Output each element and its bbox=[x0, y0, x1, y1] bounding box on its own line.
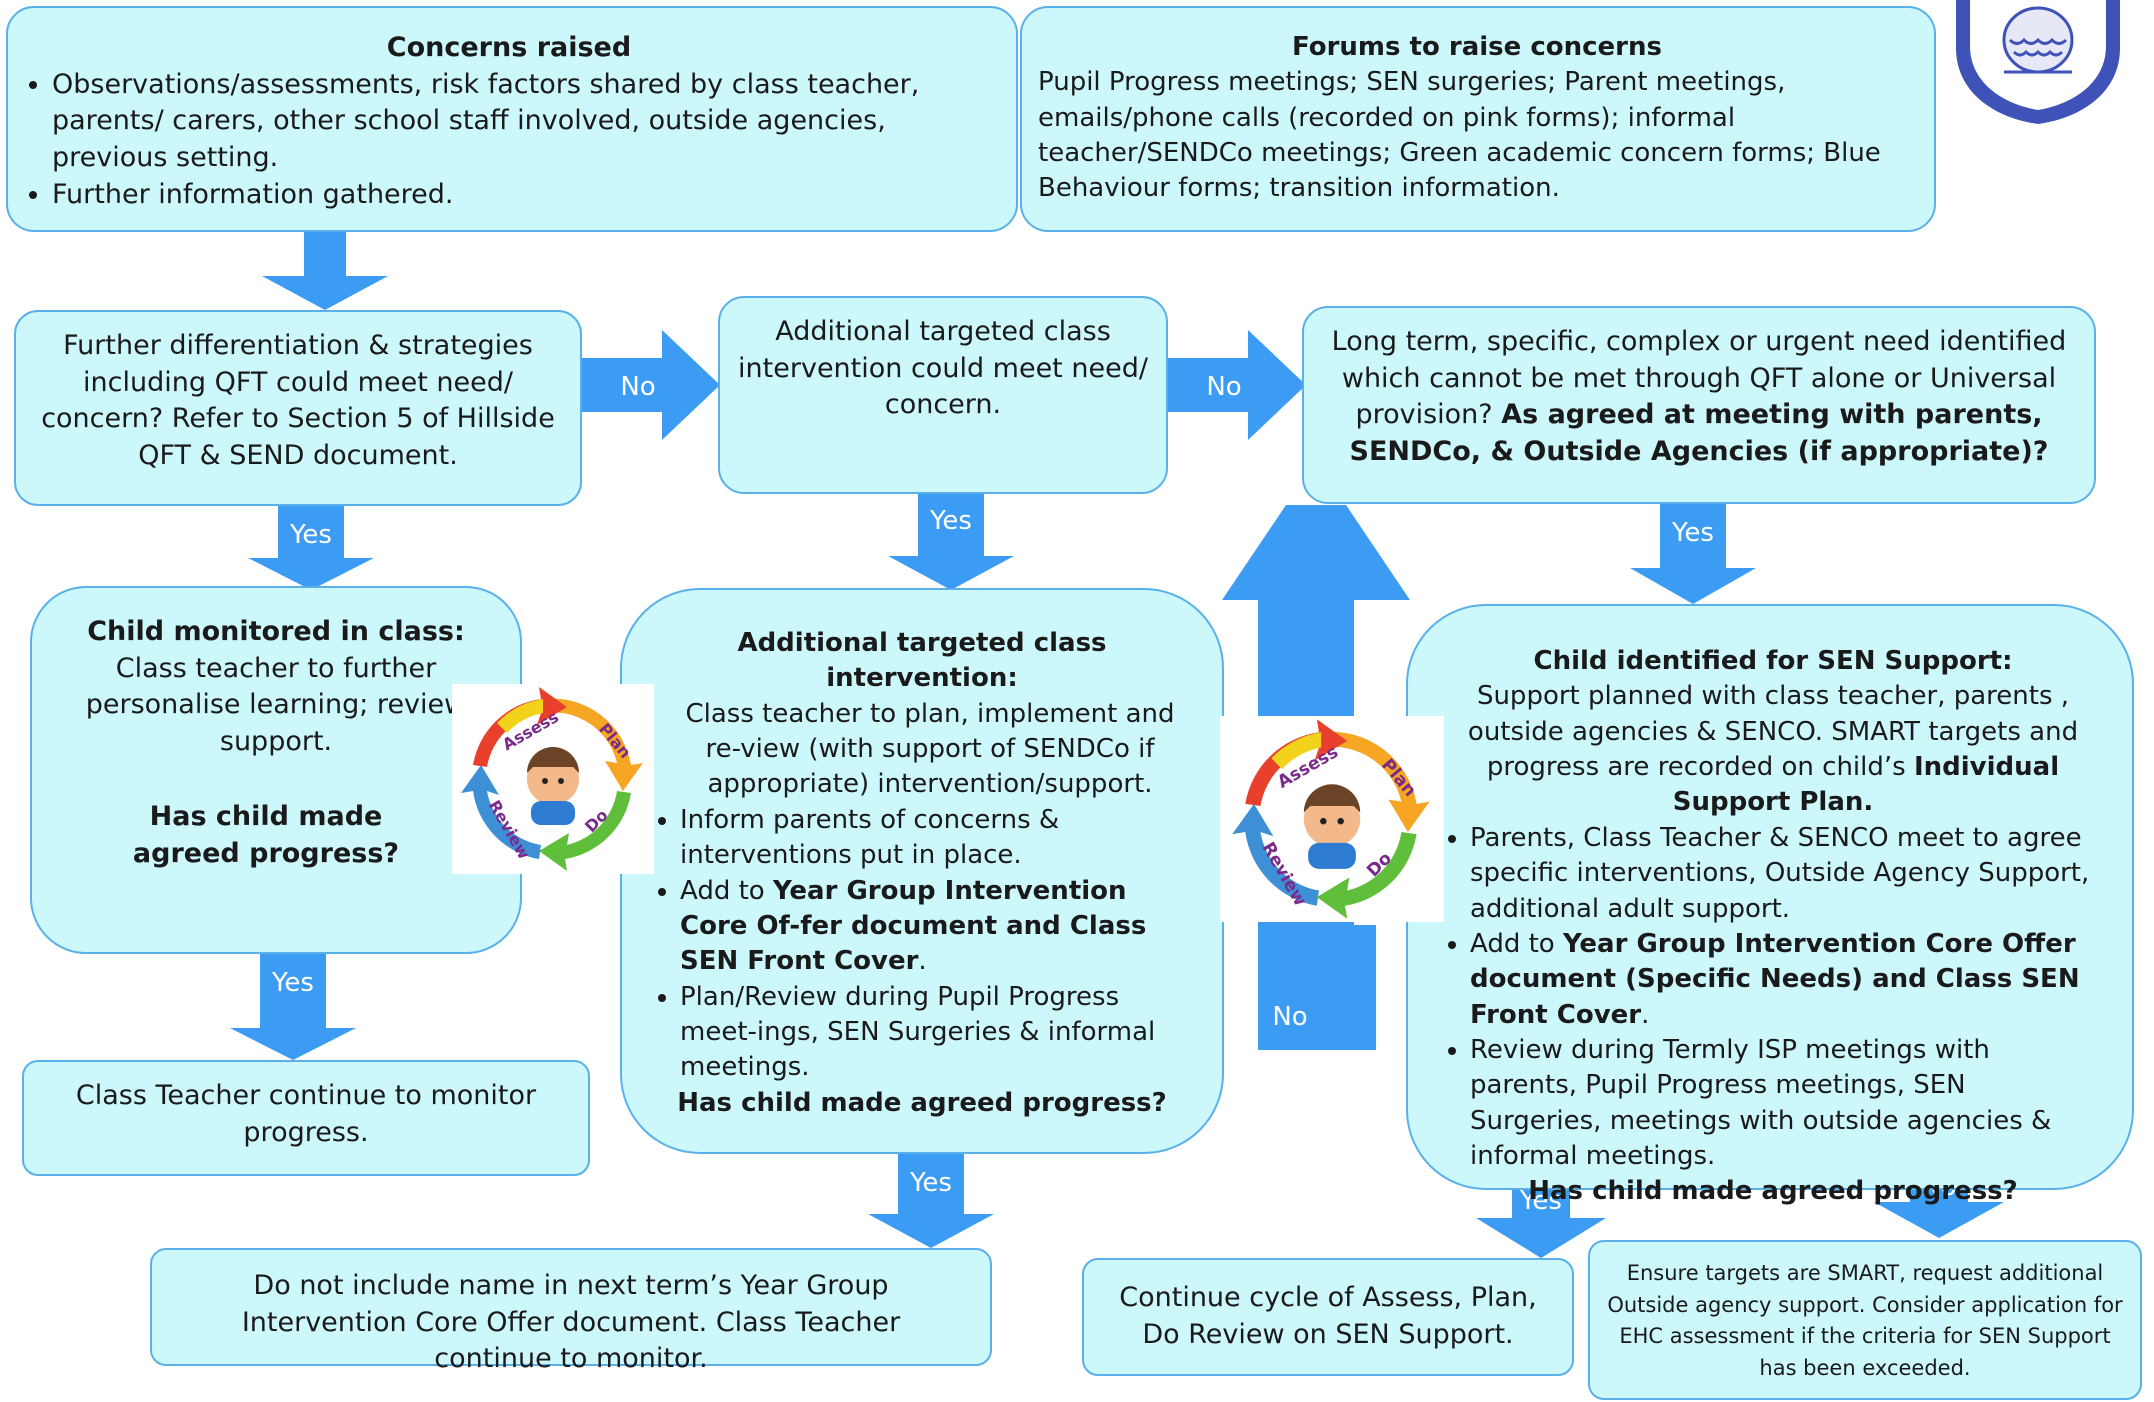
down-arrow-yes-2 bbox=[888, 494, 1014, 590]
continue-monitor-box: Class Teacher continue to monitor progre… bbox=[22, 1060, 590, 1176]
sen-item-2: Add to Year Group Intervention Core Offe… bbox=[1470, 927, 2102, 1033]
down-arrow-yes-1 bbox=[248, 506, 374, 590]
intervention-item-3: Plan/Review during Pupil Progress meet-i… bbox=[680, 980, 1182, 1086]
ensure-targets-text: Ensure targets are SMART, request additi… bbox=[1607, 1261, 2123, 1380]
sen-list: Parents, Class Teacher & SENCO meet to a… bbox=[1444, 821, 2102, 1175]
concerns-list: Observations/assessments, risk factors s… bbox=[22, 67, 996, 214]
question-targeted-box: Additional targeted class intervention c… bbox=[718, 296, 1168, 494]
yes-label-6: Yes bbox=[1520, 1186, 1562, 1216]
down-arrow-no-4 bbox=[1874, 1158, 2004, 1238]
child-monitored-text: Class teacher to further personalise lea… bbox=[85, 652, 467, 758]
yes-label-1: Yes bbox=[290, 520, 332, 550]
right-arrow-no-2 bbox=[1166, 330, 1306, 440]
yes-label-4: Yes bbox=[272, 968, 314, 998]
child-monitored-box: Child monitored in class: Class teacher … bbox=[30, 586, 522, 954]
concerns-item-1: Observations/assessments, risk factors s… bbox=[52, 67, 996, 177]
no-label-2: No bbox=[1206, 372, 1242, 402]
child-monitored-question: Has child made agreed progress? bbox=[132, 800, 400, 869]
yes-label-3: Yes bbox=[1672, 518, 1714, 548]
intervention-item-1: Inform parents of concerns & interventio… bbox=[680, 803, 1072, 874]
right-arrow-no-1 bbox=[580, 330, 720, 440]
sen-support-box: Child identified for SEN Support: Suppor… bbox=[1406, 604, 2134, 1206]
do-not-include-box: Do not include name in next term’s Year … bbox=[150, 1248, 992, 1374]
question-targeted-text: Additional targeted class intervention c… bbox=[738, 316, 1148, 421]
intervention-list: Inform parents of concerns & interventio… bbox=[662, 803, 1182, 1086]
concerns-raised-box: Concerns raised Observations/assessments… bbox=[6, 6, 1018, 232]
intervention-question: Has child made agreed progress? bbox=[677, 1087, 1167, 1118]
no-label-3: No bbox=[1272, 1002, 1308, 1032]
assess-plan-do-review-cycle-icon-2: Assess Plan Do Review bbox=[1220, 716, 1444, 922]
sen-title: Child identified for SEN Support: bbox=[1533, 646, 2013, 676]
additional-intervention-box: Additional targeted class intervention: … bbox=[620, 588, 1224, 1154]
intervention-text: Class teacher to plan, implement and re-… bbox=[685, 698, 1175, 800]
child-monitored-title: Child monitored in class: bbox=[87, 616, 465, 647]
sen-item-3: Review during Termly ISP meetings with p… bbox=[1470, 1033, 2102, 1174]
yes-label-5: Yes bbox=[910, 1168, 952, 1198]
continue-cycle-box: Continue cycle of Assess, Plan, Do Revie… bbox=[1082, 1258, 1574, 1376]
continue-cycle-text: Continue cycle of Assess, Plan, Do Revie… bbox=[1119, 1282, 1537, 1350]
yes-label-2: Yes bbox=[930, 506, 972, 536]
sen-text: Support planned with class teacher, pare… bbox=[1467, 681, 2079, 818]
down-arrow-yes-4 bbox=[230, 950, 356, 1060]
assess-plan-do-review-cycle-icon-1: Assess Plan Do Review bbox=[452, 684, 654, 874]
down-arrow-concerns bbox=[262, 232, 388, 310]
question-differentiation-box: Further differentiation & strategies inc… bbox=[14, 310, 582, 506]
down-arrow-yes-6 bbox=[1476, 1174, 1606, 1258]
question-long-term-text: Long term, specific, complex or urgent n… bbox=[1331, 326, 2067, 431]
concerns-title: Concerns raised bbox=[386, 32, 632, 63]
question-long-term-bold: As agreed at meeting with parents, SENDC… bbox=[1349, 399, 2049, 468]
sen-item-1: Parents, Class Teacher & SENCO meet to a… bbox=[1470, 821, 2102, 927]
school-crest-logo-icon bbox=[1956, 0, 2120, 124]
intervention-title: Additional targeted class intervention: bbox=[737, 628, 1107, 694]
forums-text: Pupil Progress meetings; SEN surgeries; … bbox=[1038, 67, 1881, 204]
question-long-term-box: Long term, specific, complex or urgent n… bbox=[1302, 306, 2096, 504]
intervention-item-2: Add to Year Group Intervention Core Of-f… bbox=[680, 874, 1182, 980]
no-label-1: No bbox=[620, 372, 656, 402]
ensure-targets-box: Ensure targets are SMART, request additi… bbox=[1588, 1240, 2142, 1400]
concerns-item-2: Further information gathered. bbox=[52, 177, 996, 214]
forums-box: Forums to raise concerns Pupil Progress … bbox=[1020, 6, 1936, 232]
continue-monitor-text: Class Teacher continue to monitor progre… bbox=[75, 1080, 537, 1148]
question-differentiation-text: Further differentiation & strategies inc… bbox=[41, 330, 555, 472]
forums-title: Forums to raise concerns bbox=[1292, 32, 1662, 62]
down-arrow-yes-3 bbox=[1630, 504, 1756, 604]
do-not-include-text: Do not include name in next term’s Year … bbox=[241, 1270, 901, 1375]
down-arrow-yes-5 bbox=[868, 1152, 994, 1248]
sen-question: Has child made agreed progress? bbox=[1528, 1176, 2018, 1207]
